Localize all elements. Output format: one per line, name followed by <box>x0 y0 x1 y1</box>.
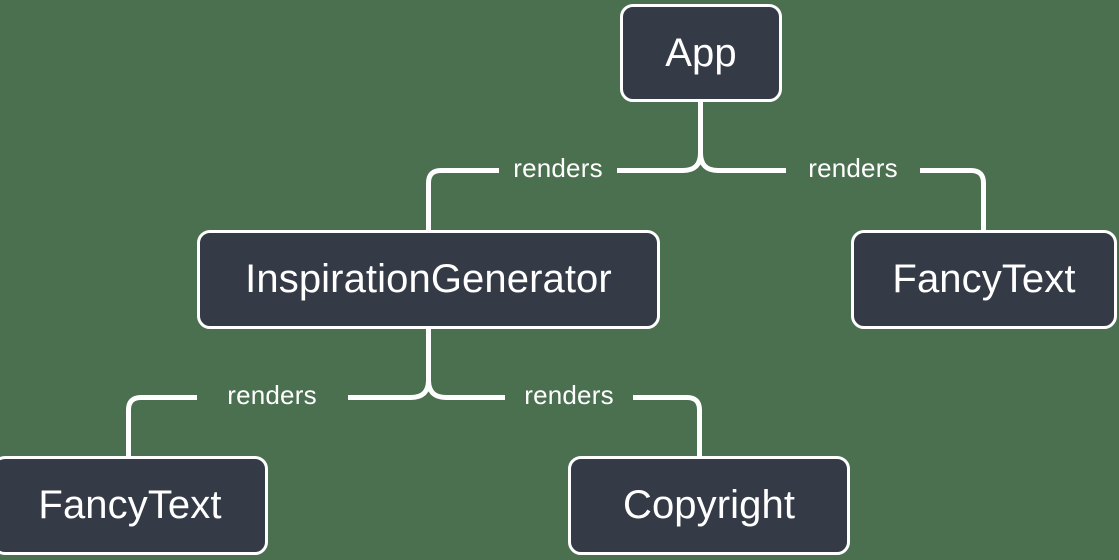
node-copyright-label: Copyright <box>622 483 796 527</box>
node-inspiration-generator[interactable]: InspirationGenerator <box>197 230 660 329</box>
node-app-label: App <box>665 30 737 75</box>
edge-inspiration-junction-right <box>426 379 447 400</box>
edge-app-junction-right <box>698 152 719 173</box>
edge-app-junction-left <box>682 152 703 173</box>
node-app[interactable]: App <box>620 4 782 102</box>
edge-label-app-to-inspiration: renders <box>513 153 603 183</box>
edge-inspiration-junction-left <box>410 379 431 400</box>
edge-label-inspiration-to-copyright: renders <box>524 380 614 410</box>
node-fancytext-right-label: FancyText <box>892 257 1076 301</box>
node-inspiration-generator-label: InspirationGenerator <box>245 257 612 301</box>
edge-label-inspiration-to-fancytext: renders <box>227 380 317 410</box>
edge-app-to-inspiration-elbow <box>426 168 442 230</box>
node-copyright[interactable]: Copyright <box>568 456 850 555</box>
edge-inspiration-to-copyright-elbow <box>686 395 702 456</box>
edge-inspiration-to-fancytext-elbow <box>126 395 142 456</box>
node-fancytext-left[interactable]: FancyText <box>0 456 268 555</box>
edge-label-app-to-fancytext: renders <box>808 153 898 183</box>
node-fancytext-left-label: FancyText <box>38 483 222 527</box>
edge-app-to-fancytext-elbow <box>970 168 986 230</box>
node-fancytext-right[interactable]: FancyText <box>851 230 1117 329</box>
